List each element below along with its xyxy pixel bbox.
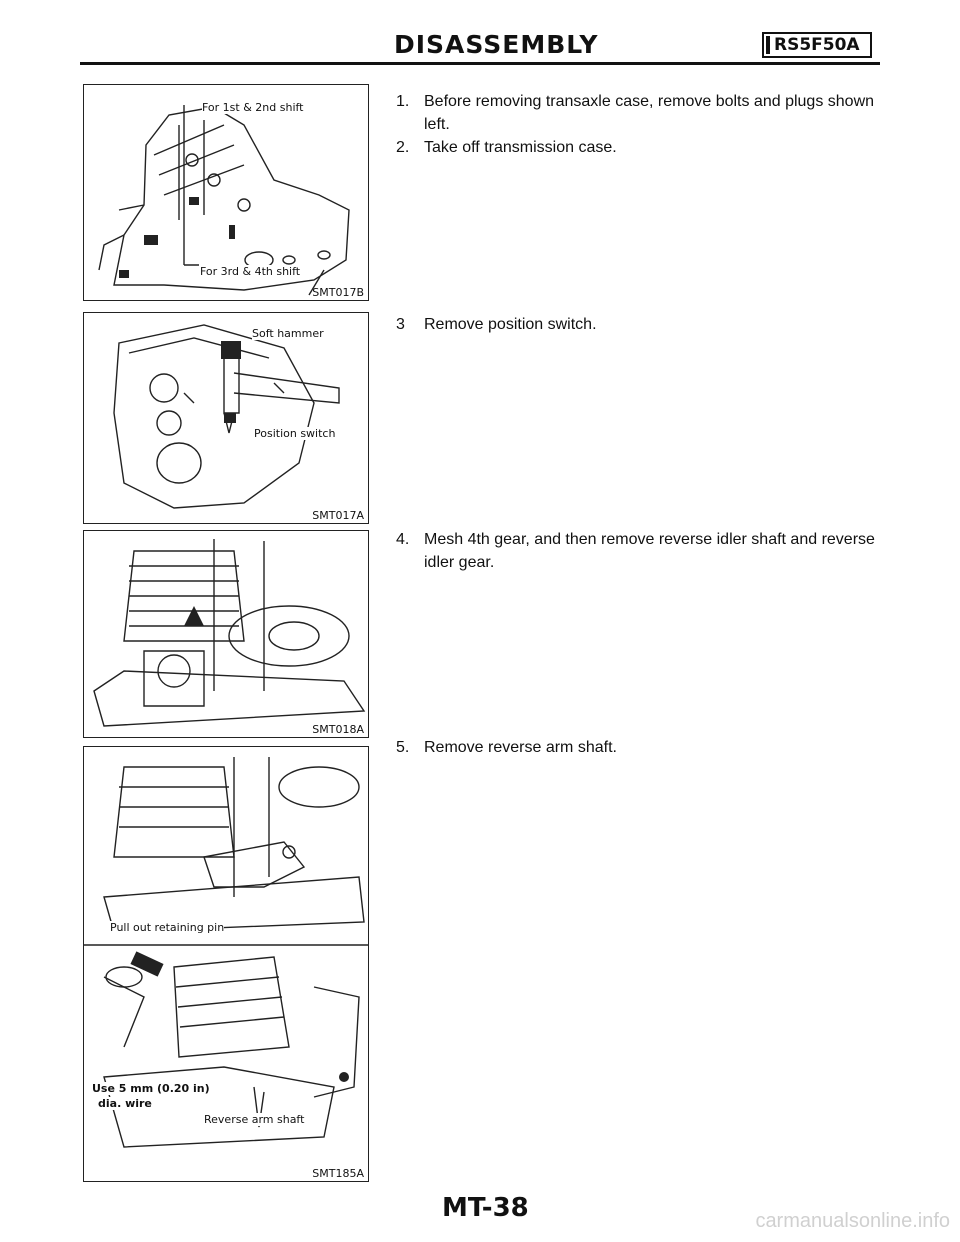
step-5: 5. Remove reverse arm shaft. (396, 736, 882, 759)
step-number: 4. (396, 531, 410, 548)
reverse-idler-gear-illustration (93, 539, 366, 727)
callout-reverse-arm-shaft: Reverse arm shaft (204, 1113, 305, 1126)
figure-smt017b: For 1st & 2nd shift For 3rd & 4th shift … (83, 84, 369, 301)
step-number: 3 (396, 316, 405, 333)
figure-smt017a: Soft hammer Position switch SMT017A (83, 312, 369, 524)
step-text: Take off transmission case. (424, 139, 617, 156)
step-number: 5. (396, 739, 410, 756)
page-number: MT-38 (442, 1193, 529, 1223)
callout-pull-out-retaining-pin: Pull out retaining pin (110, 921, 225, 934)
figure-code: SMT017B (312, 286, 364, 299)
callout-use-5mm-wire: Use 5 mm (0.20 in) (92, 1082, 210, 1095)
callout-3rd-4th-shift: For 3rd & 4th shift (200, 265, 301, 278)
step-text: Remove position switch. (424, 316, 597, 333)
position-switch-illustration (113, 324, 340, 509)
step-text: Remove reverse arm shaft. (424, 739, 617, 756)
step-2: 2. Take off transmission case. (396, 136, 882, 159)
step-3: 3 Remove position switch. (396, 313, 882, 336)
step-number: 1. (396, 93, 410, 110)
figure-smt018a: SMT018A (83, 530, 369, 738)
step-4: 4. Mesh 4th gear, and then remove revers… (396, 528, 882, 574)
page-title: DISASSEMBLY (394, 30, 599, 59)
callout-position-switch: Position switch (254, 427, 336, 440)
watermark: carmanualsonline.info (755, 1210, 950, 1232)
figure-code: SMT017A (312, 509, 364, 522)
figure-smt185a: Pull out retaining pin Use 5 mm (0.20 in… (83, 746, 369, 1182)
model-badge: RS5F50A (762, 32, 872, 58)
step-text: Before removing transaxle case, remove b… (424, 93, 875, 133)
callout-dia-wire: dia. wire (98, 1097, 152, 1110)
figure-code: SMT018A (312, 723, 364, 736)
transaxle-case-illustration (98, 105, 350, 296)
reverse-arm-shaft-illustration (84, 757, 368, 1148)
step-1: 1. Before removing transaxle case, remov… (396, 90, 882, 136)
figure-code: SMT185A (312, 1167, 364, 1180)
header-rule (80, 62, 880, 65)
step-text: Mesh 4th gear, and then remove reverse i… (424, 531, 875, 571)
step-number: 2. (396, 139, 410, 156)
callout-soft-hammer: Soft hammer (252, 327, 324, 340)
callout-1st-2nd-shift: For 1st & 2nd shift (202, 101, 304, 114)
